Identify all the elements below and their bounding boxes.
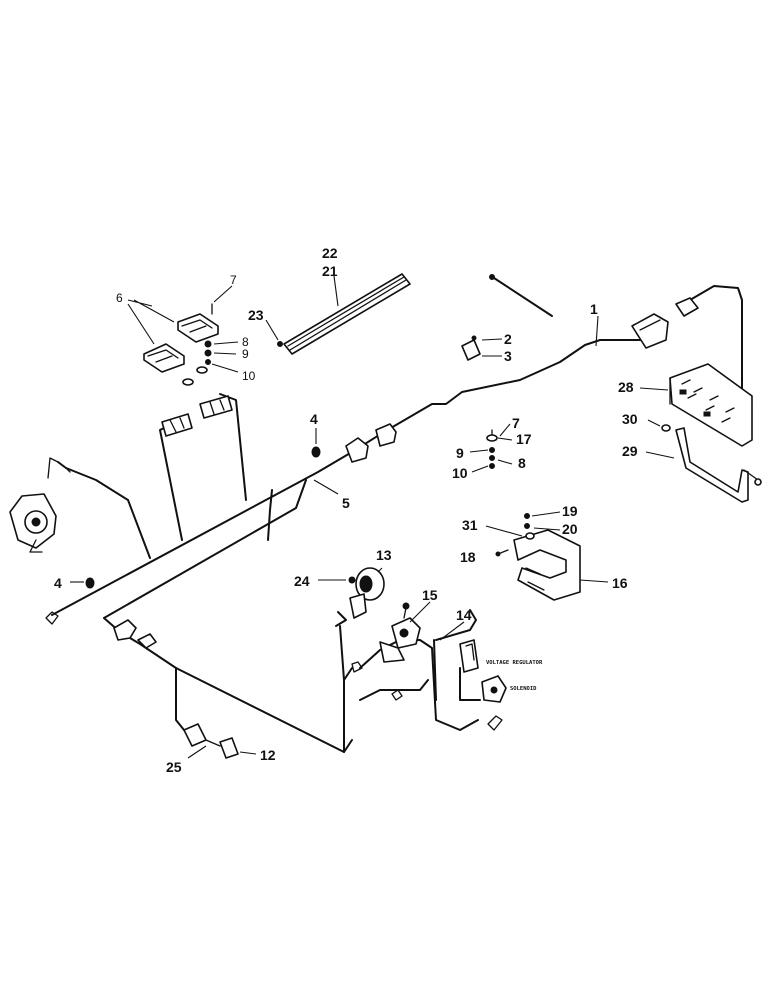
gauge bbox=[348, 567, 385, 619]
callout-6: 6 bbox=[116, 291, 123, 305]
callout-8-upper: 8 bbox=[242, 335, 249, 349]
callout-8-lower: 8 bbox=[518, 455, 526, 471]
regulator-bracket bbox=[513, 529, 581, 601]
grommet-lower bbox=[85, 577, 95, 589]
wire-clip bbox=[461, 335, 481, 361]
channel-screw bbox=[277, 341, 283, 347]
harness-connector-mid bbox=[345, 423, 397, 463]
callout-31: 31 bbox=[462, 517, 478, 533]
alternator-branch-wire bbox=[47, 457, 151, 559]
control-box bbox=[669, 363, 753, 447]
callout-4-lower: 4 bbox=[54, 575, 62, 591]
wire-channel bbox=[283, 273, 411, 355]
callout-4-upper: 4 bbox=[310, 411, 318, 427]
callout-15: 15 bbox=[422, 587, 438, 603]
callout-13: 13 bbox=[376, 547, 392, 563]
callout-14: 14 bbox=[456, 607, 472, 623]
callout-25: 25 bbox=[166, 759, 182, 775]
solenoid-label: SOLENOID bbox=[510, 686, 537, 692]
control-box-bracket bbox=[675, 427, 762, 503]
solenoid-terminal bbox=[351, 661, 503, 731]
alternator bbox=[9, 493, 57, 553]
voltage-regulator bbox=[459, 639, 479, 673]
callout-17: 17 bbox=[516, 431, 532, 447]
leader-lines bbox=[70, 275, 675, 759]
callout-20: 20 bbox=[562, 521, 578, 537]
harness-end-terminal bbox=[45, 611, 59, 625]
callout-24: 24 bbox=[294, 573, 310, 589]
voltage-regulator-label: VOLTAGE REGULATOR bbox=[486, 660, 543, 666]
callout-29: 29 bbox=[622, 443, 638, 459]
callout-10-lower: 10 bbox=[452, 465, 468, 481]
terminal-connector bbox=[183, 723, 239, 759]
callout-16: 16 bbox=[612, 575, 628, 591]
callout-30: 30 bbox=[622, 411, 638, 427]
lower-loop-wire bbox=[103, 611, 353, 753]
callout-21: 21 bbox=[322, 263, 338, 279]
harness-connector-right bbox=[631, 297, 699, 349]
callout-7-lower: 7 bbox=[512, 415, 520, 431]
callout-3: 3 bbox=[504, 348, 512, 364]
grommet-upper bbox=[311, 446, 321, 458]
relay-washers bbox=[182, 303, 213, 386]
callout-19: 19 bbox=[562, 503, 578, 519]
callout-7-upper: 7 bbox=[230, 273, 237, 287]
callout-9-lower: 9 bbox=[456, 445, 464, 461]
callout-5: 5 bbox=[342, 495, 350, 511]
relay-mount-tabs bbox=[161, 395, 233, 437]
harness-connector-left bbox=[113, 619, 157, 649]
callout-labels: 22 21 7 6 23 8 9 10 1 2 3 28 30 29 4 7 1… bbox=[54, 245, 638, 775]
regulator-bracket-hardware bbox=[495, 513, 535, 557]
callout-10-upper: 10 bbox=[242, 369, 256, 383]
loose-wire bbox=[493, 277, 553, 317]
callout-9-upper: 9 bbox=[242, 347, 249, 361]
callout-28: 28 bbox=[618, 379, 634, 395]
callout-1: 1 bbox=[590, 301, 598, 317]
callout-23: 23 bbox=[248, 307, 264, 323]
callout-12: 12 bbox=[260, 747, 276, 763]
callout-22: 22 bbox=[322, 245, 338, 261]
relay-block-lower bbox=[143, 343, 185, 373]
relay-block-upper bbox=[177, 313, 219, 343]
bracket-washer bbox=[661, 424, 671, 432]
hardware-stack bbox=[486, 429, 498, 469]
starter-solenoid bbox=[481, 675, 507, 703]
main-harness-wire bbox=[51, 285, 743, 619]
callout-2: 2 bbox=[504, 331, 512, 347]
callout-18: 18 bbox=[460, 549, 476, 565]
switch bbox=[379, 602, 421, 663]
